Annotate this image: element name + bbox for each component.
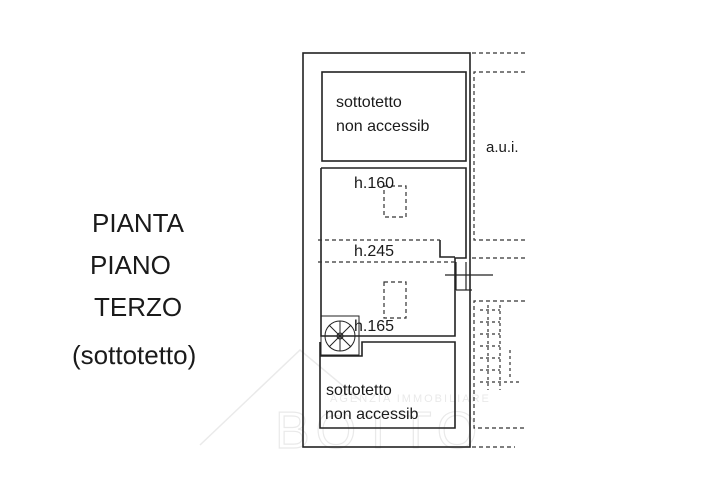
neighbor-unit-outline bbox=[472, 52, 525, 448]
room-top bbox=[321, 71, 467, 162]
height-label-165: h.165 bbox=[354, 318, 394, 335]
skylight-upper bbox=[383, 185, 407, 218]
room-top-label-2: non accessib bbox=[336, 118, 429, 135]
room-bottom bbox=[319, 341, 456, 429]
spiral-stair-icon bbox=[320, 315, 360, 356]
neighbor-unit-label: a.u.i. bbox=[486, 139, 519, 156]
height-label-160: h.160 bbox=[354, 175, 394, 192]
watermark: AGENZIA IMMOBILIARE BOTTO bbox=[199, 348, 491, 461]
watermark-agency: AGENZIA IMMOBILIARE bbox=[330, 393, 491, 405]
plan-title-terzo: TERZO bbox=[94, 292, 183, 322]
outer-wall bbox=[302, 52, 471, 448]
height-label-245: h.245 bbox=[354, 243, 394, 260]
room-top-label-1: sottotetto bbox=[336, 94, 402, 111]
room-bottom-label-1: sottotetto bbox=[326, 382, 392, 399]
watermark-brand: BOTTO bbox=[275, 402, 483, 460]
room-bottom-label-2: non accessib bbox=[325, 406, 418, 423]
plan-title-sottotetto: (sottotetto) bbox=[72, 340, 197, 370]
plan-title-piano: PIANO bbox=[90, 250, 171, 280]
plan-title-pianta: PIANTA bbox=[92, 208, 184, 238]
skylight-lower bbox=[383, 281, 407, 319]
room-middle bbox=[320, 167, 467, 337]
chimney-symbol bbox=[445, 262, 493, 291]
